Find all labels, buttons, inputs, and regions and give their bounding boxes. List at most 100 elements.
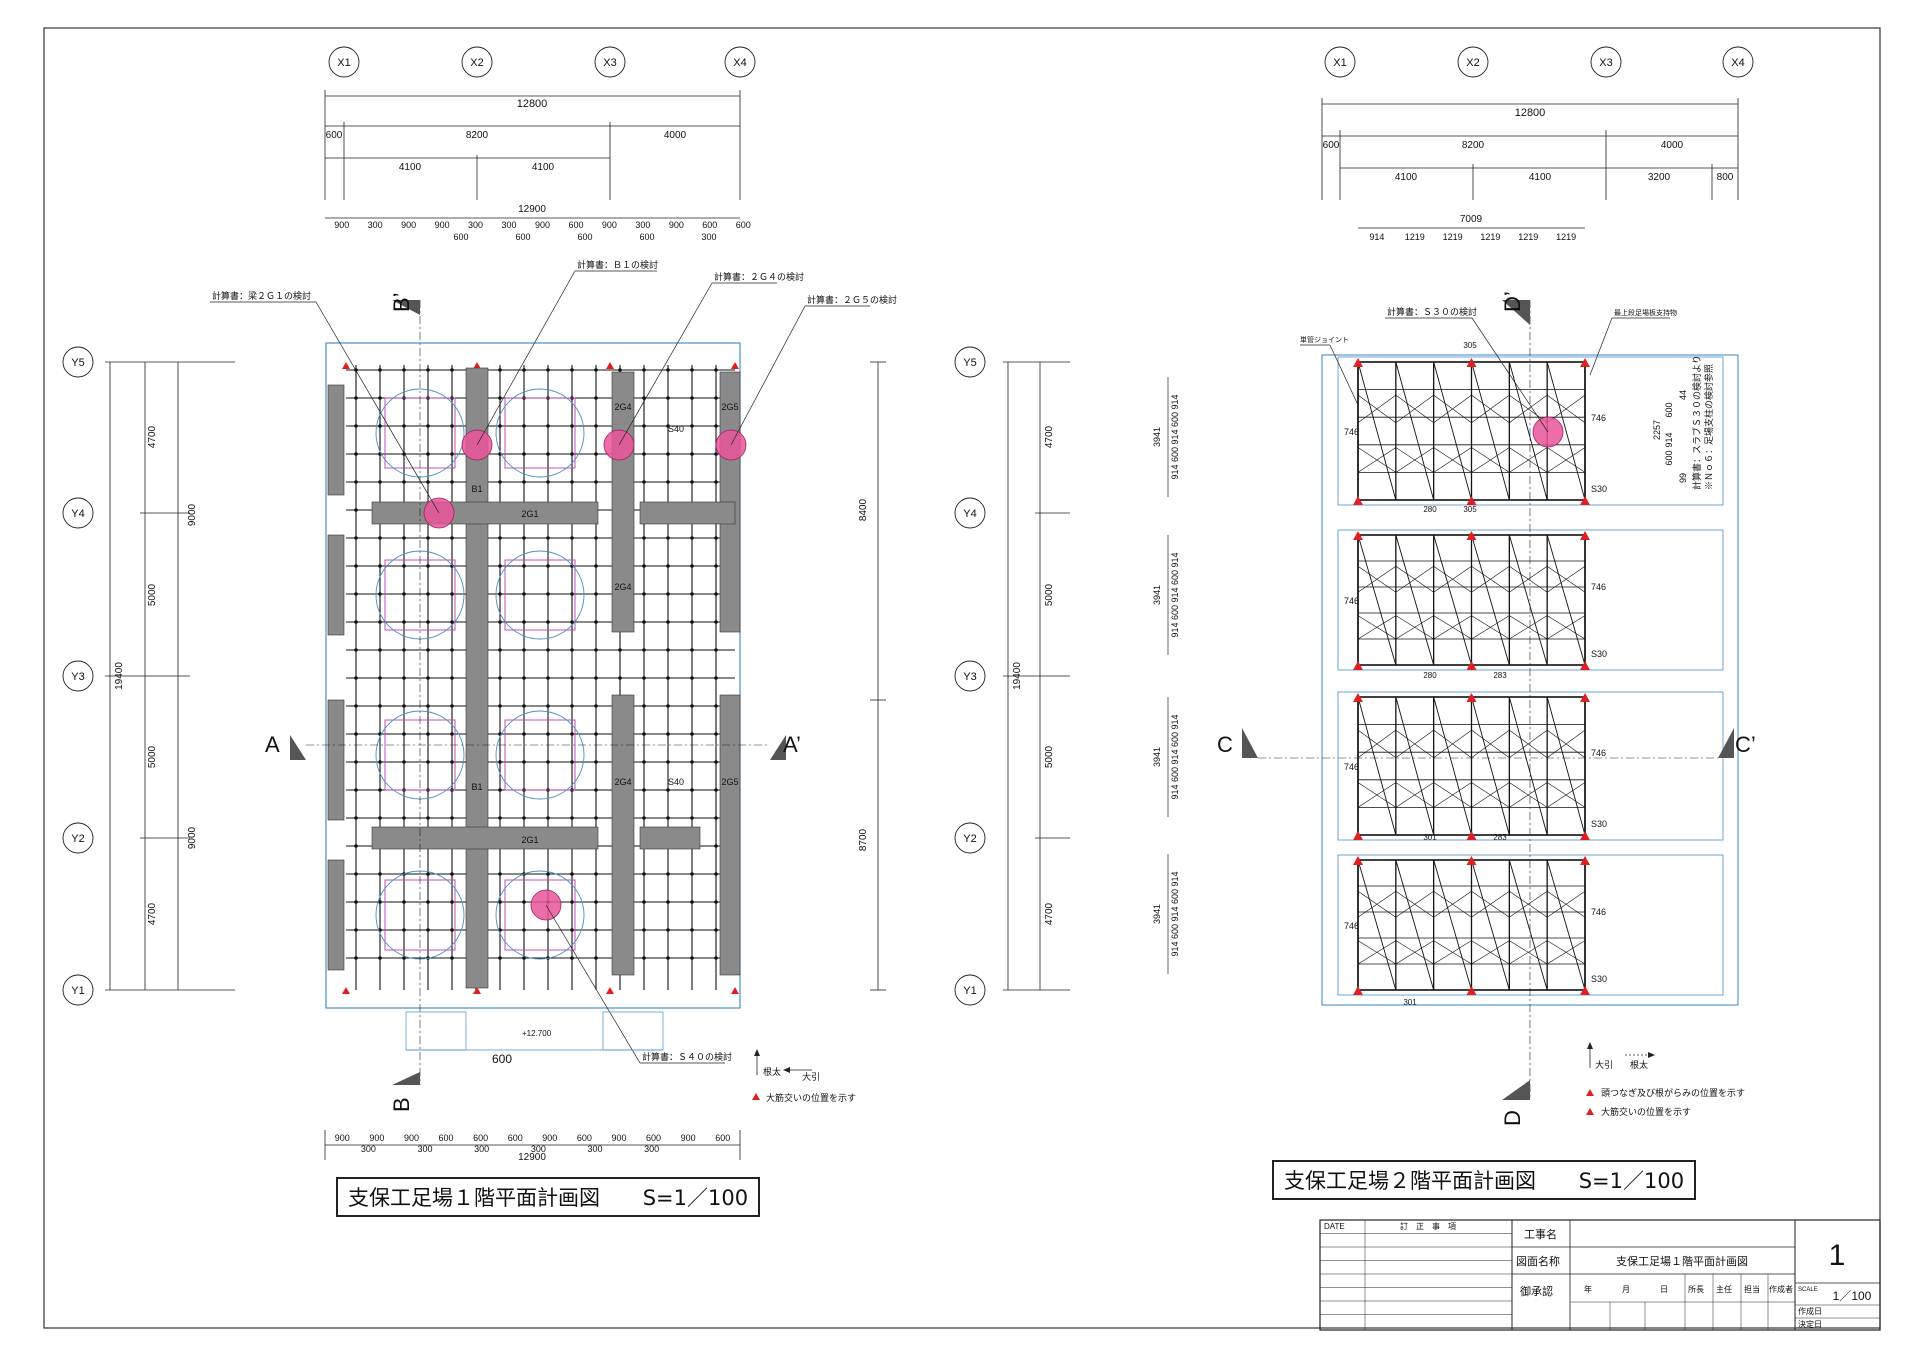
- tb-month: 月: [1622, 1285, 1630, 1294]
- plan2-cross-brace: [1357, 615, 1396, 640]
- plan1-bottom-bay-value: 300: [531, 1144, 546, 1154]
- plan2-cross-brace: [1546, 565, 1586, 593]
- plan2-cross-brace: [1433, 615, 1472, 640]
- plan1-post: [642, 368, 646, 372]
- title-block: [1319, 1219, 1881, 1331]
- plan1-post: [450, 452, 454, 456]
- plan1-post: [642, 760, 646, 764]
- plan1-post: [570, 452, 574, 456]
- plan2-grid-x-bubble-label: X4: [1731, 57, 1744, 69]
- plan1-grid-x-bubble-label: X4: [733, 57, 746, 69]
- plan1-post: [714, 732, 718, 736]
- plan2-cross-brace: [1471, 729, 1510, 758]
- plan1-post: [354, 452, 358, 456]
- plan1-post: [546, 704, 550, 708]
- plan1-post: [714, 564, 718, 568]
- plan2-bay-value: 914: [1369, 232, 1384, 242]
- plan2-diag-brace: [1471, 859, 1510, 991]
- plan2-dim-row3-c: 3200: [1648, 172, 1671, 183]
- plan2-cross-brace: [1357, 447, 1396, 473]
- plan2-tie-mark: [1580, 358, 1590, 367]
- plan1-post: [642, 676, 646, 680]
- plan1-post: [354, 536, 358, 540]
- plan1-legend-brace: 大筋交いの位置を示す: [766, 1092, 856, 1103]
- plan1-post: [570, 368, 574, 372]
- plan1-post: [402, 760, 406, 764]
- plan1-beam-label: S40: [668, 424, 684, 434]
- tb-role-2: 主任: [1716, 1284, 1732, 1294]
- plan2-cross-brace: [1433, 940, 1472, 965]
- plan1-bay-value: 300: [502, 220, 517, 230]
- plan1-outline: [325, 342, 741, 1009]
- plan1-legend-main: 大引: [802, 1071, 820, 1082]
- plan1-post: [666, 760, 670, 764]
- plan1-post: [546, 732, 550, 736]
- plan1-callout-s40: 計算書：Ｓ４０の検討: [642, 1051, 732, 1062]
- plan1-post: [570, 900, 574, 904]
- plan1-brace-mark: [606, 987, 614, 994]
- plan2-cross-brace: [1395, 394, 1434, 423]
- plan2-diag-brace: [1395, 534, 1435, 666]
- plan1-post: [522, 424, 526, 428]
- plan1-post: [402, 648, 406, 652]
- plan1-post: [354, 648, 358, 652]
- plan1-post: [522, 760, 526, 764]
- plan2-grid-x-bubble-label: X2: [1466, 57, 1479, 69]
- plan1-left-mid-4: 4700: [147, 902, 158, 925]
- plan1-post: [642, 480, 646, 484]
- plan1-post: [666, 704, 670, 708]
- plan1-post: [594, 480, 598, 484]
- plan1-post: [354, 508, 358, 512]
- plan2-diag-brace: [1508, 534, 1548, 666]
- plan1-post: [594, 956, 598, 960]
- plan1-post: [402, 732, 406, 736]
- plan1-post: [498, 396, 502, 400]
- plan2-grid-y-bubble-label: Y3: [963, 671, 976, 683]
- plan1-bottom-bay-value: 300: [587, 1144, 602, 1154]
- plan1-post: [522, 536, 526, 540]
- plan2-dim-746: 746: [1591, 413, 1606, 423]
- plan1-post: [546, 816, 550, 820]
- plan1-post: [594, 816, 598, 820]
- plan2-tie-mark: [1466, 856, 1477, 865]
- plan1-post: [546, 424, 550, 428]
- plan2-bay-value: 1219: [1556, 232, 1576, 242]
- plan1-post: [690, 396, 694, 400]
- plan2-dim-total-mid: 7009: [1460, 214, 1483, 225]
- plan1-left-mid-3: 5000: [147, 745, 158, 768]
- plan1-post: [690, 592, 694, 596]
- plan1-section-b-prime: B’: [389, 292, 414, 312]
- plan1-post: [690, 536, 694, 540]
- plan1-dim-total-top: 12800: [517, 98, 548, 110]
- plan1-beam-label: 2G1: [521, 835, 538, 845]
- plan1-post: [618, 648, 622, 652]
- plan1-post: [570, 424, 574, 428]
- plan1-post: [690, 648, 694, 652]
- plan1-post: [570, 956, 574, 960]
- plan1-grid-y-bubble-y2: [62, 822, 94, 854]
- plan1-post: [522, 816, 526, 820]
- plan1-post: [402, 928, 406, 932]
- plan2-side-value: 600: [1664, 402, 1674, 417]
- plan1-bay-value: 300: [368, 220, 383, 230]
- plan1-callout-b1: 計算書：Ｂ１の検討: [577, 259, 658, 270]
- plan1-post: [546, 452, 550, 456]
- plan2-top-dimensions: [1321, 98, 1739, 229]
- plan2-scaffold-blocks: 746746S30746746S30746746S30746746S303052…: [1321, 341, 1739, 1007]
- plan2-left-block-total: 3941: [1152, 427, 1162, 447]
- plan1-post: [714, 956, 718, 960]
- plan1-post: [714, 452, 718, 456]
- plan2-cross-brace: [1433, 447, 1472, 473]
- plan2-diag-brace: [1357, 696, 1397, 836]
- plan2-tie-mark: [1580, 831, 1590, 840]
- plan2-grid-x-bubble-label: X3: [1599, 57, 1612, 69]
- plan1-post: [450, 564, 454, 568]
- plan1-post: [714, 816, 718, 820]
- plan1-post: [522, 732, 526, 736]
- plan1-post: [690, 872, 694, 876]
- plan1-post: [666, 424, 670, 428]
- plan1-post: [498, 620, 502, 624]
- plan2-left-dim-4: 4700: [1044, 902, 1055, 925]
